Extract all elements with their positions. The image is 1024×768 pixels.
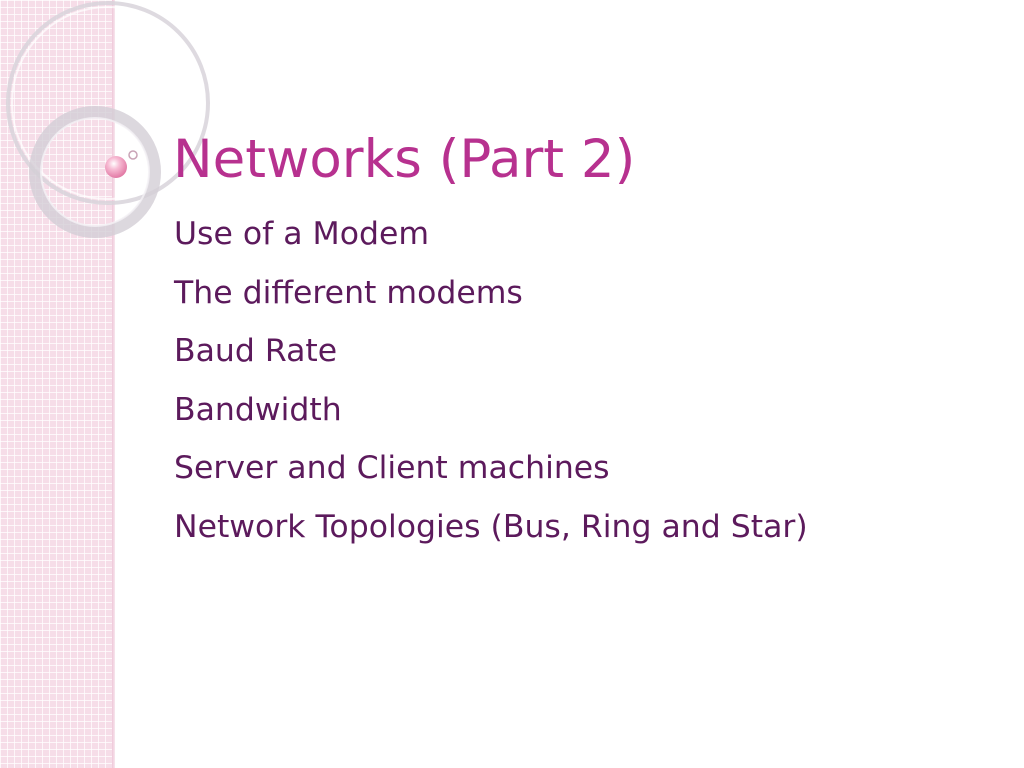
bullet-item: The different modems: [174, 274, 523, 311]
bullet-item: Baud Rate: [174, 333, 338, 369]
small-hollow-dot: [128, 150, 138, 160]
large-ring: [6, 1, 210, 205]
slide-title: Networks (Part 2): [173, 129, 636, 190]
small-ring: [29, 106, 161, 238]
band-edge-line: [112, 0, 115, 768]
large-ring-highlight: [11, 6, 205, 200]
bullet-list: Use of a Modem The different modems Baud…: [174, 205, 808, 556]
pink-accent-dot: [105, 156, 127, 178]
bullet-item: Bandwidth: [174, 391, 342, 428]
small-ring-highlight: [40, 117, 150, 227]
bullet-item: Network Topologies (Bus, Ring and Star): [174, 508, 808, 545]
decorative-rings: [6, 1, 210, 238]
bullet-item: Server and Client machines: [174, 450, 610, 486]
bullet-item: Use of a Modem: [174, 216, 430, 252]
